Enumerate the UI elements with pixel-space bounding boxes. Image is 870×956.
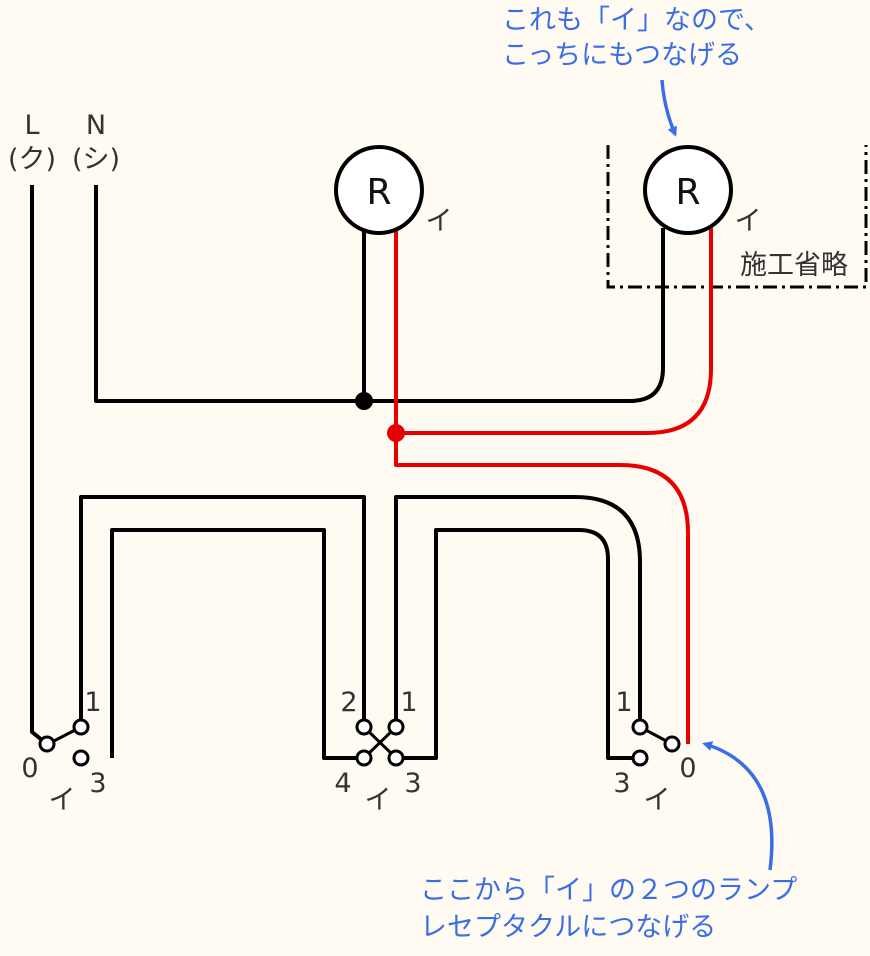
annotation-top-line1: これも「イ」なので、 xyxy=(502,5,771,36)
lamp-2-tag: イ xyxy=(735,206,762,237)
switch-middle-tag: イ xyxy=(365,785,392,816)
switch-right-terminal-0 xyxy=(663,735,681,753)
switch-middle-label-1: 1 xyxy=(400,687,417,718)
label-L: L xyxy=(24,110,39,141)
switch-left-terminal-3 xyxy=(72,749,90,767)
switch-middle-label-2: 2 xyxy=(340,687,357,718)
switch-middle xyxy=(355,718,405,767)
switch-left xyxy=(38,718,90,767)
switch-left-label-0: 0 xyxy=(21,753,38,784)
label-N-sub: (シ) xyxy=(72,144,120,175)
wire-traveler-outer-right xyxy=(394,495,642,722)
switch-left-terminal-1 xyxy=(72,718,90,736)
switch-middle-label-4: 4 xyxy=(334,768,351,799)
switch-left-label-1: 1 xyxy=(84,687,101,718)
wire-red-lamp1 xyxy=(394,228,690,744)
lamp-1-tag: イ xyxy=(426,206,453,237)
wire-L-line xyxy=(30,185,49,746)
annotation-bottom-line1: ここから「イ」の２つのランプ xyxy=(420,875,797,906)
label-L-sub: (ク) xyxy=(8,144,56,175)
switch-right-terminal-3 xyxy=(631,749,649,767)
switch-middle-terminal-4 xyxy=(355,749,373,767)
junction-dot-black xyxy=(355,392,373,410)
switch-middle-label-3: 3 xyxy=(404,768,421,799)
wire-traveler-inner-left xyxy=(110,528,364,760)
lamp-1-symbol: R xyxy=(366,172,391,213)
switch-right-tag: イ xyxy=(644,785,671,816)
switch-left-label-3: 3 xyxy=(89,768,106,799)
switch-right-label-3: 3 xyxy=(613,768,630,799)
wire-traveler-inner-right xyxy=(396,528,640,760)
lamp-1-circle xyxy=(334,145,424,235)
switch-right-terminal-1 xyxy=(631,718,649,736)
switch-middle-terminal-1 xyxy=(387,718,405,736)
switch-middle-terminal-2 xyxy=(355,718,373,736)
lamp-receptacle-1: R xyxy=(334,145,424,235)
omitted-label: 施工省略 xyxy=(740,250,848,281)
label-N: N xyxy=(86,110,106,141)
switch-right xyxy=(631,718,681,767)
switch-right-label-1: 1 xyxy=(615,687,632,718)
lamp-2-symbol: R xyxy=(675,172,700,213)
wire-traveler-outer-left xyxy=(79,495,366,722)
annotation-top-arrow xyxy=(660,79,677,137)
junction-dot-red xyxy=(387,424,405,442)
annotation-bottom-line2: レセプタクルにつなげる xyxy=(420,912,716,943)
omitted-region-border xyxy=(606,145,868,289)
switch-left-tag: イ xyxy=(49,785,76,816)
annotation-top-line2: こっちにもつなげる xyxy=(502,40,742,71)
lamp-2-circle xyxy=(643,145,733,235)
switch-right-label-0: 0 xyxy=(679,753,696,784)
wire-N-line xyxy=(94,185,665,403)
switch-left-terminal-0 xyxy=(38,735,56,753)
wire-red-lamp2 xyxy=(396,228,713,435)
switch-middle-terminal-3 xyxy=(387,749,405,767)
annotation-bottom-arrow xyxy=(702,741,774,871)
lamp-receptacle-2: R xyxy=(643,145,733,235)
